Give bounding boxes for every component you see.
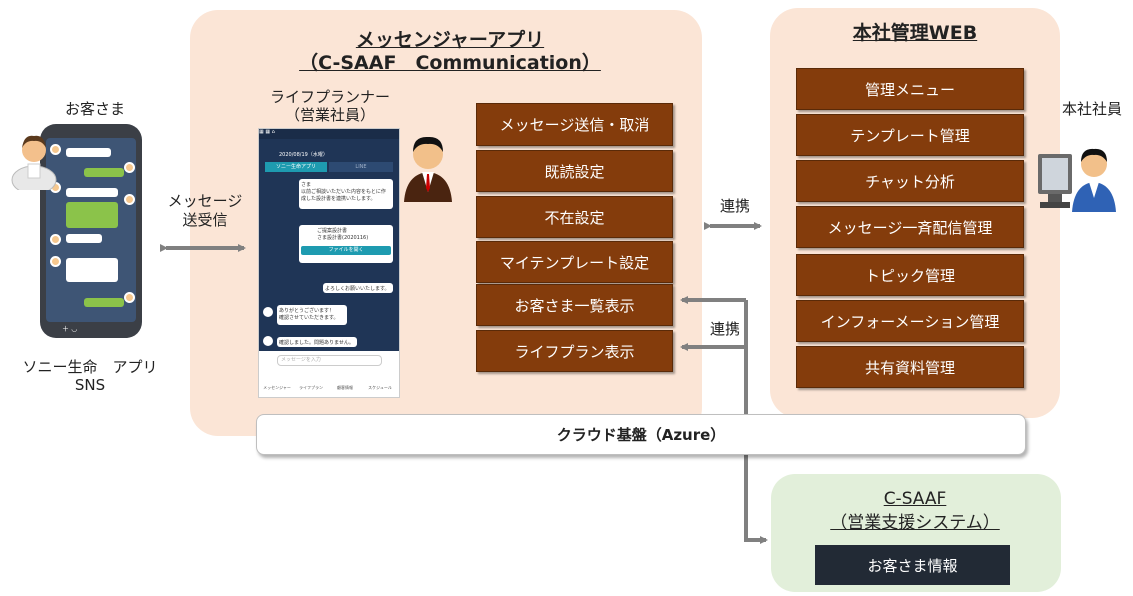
mock-date: 2020/08/19（水曜） <box>279 152 328 158</box>
app-label-line2: SNS <box>74 376 106 394</box>
link-label-lower: 連携 <box>709 320 740 338</box>
hq-shared-docs-mgmt: 共有資料管理 <box>796 346 1024 388</box>
hq-staff-icon <box>1038 148 1116 212</box>
hq-template-mgmt: テンプレート管理 <box>796 114 1024 156</box>
message-link-label-1: メッセージ <box>167 192 243 210</box>
message-link-label-2: 送受信 <box>182 211 228 229</box>
csaaf-title-1: C-SAAF <box>883 489 947 509</box>
function-send-message: メッセージ送信・取消 <box>476 103 673 146</box>
function-read-setting: 既読設定 <box>476 150 673 192</box>
mock-tab-inactive[interactable]: LINE <box>329 162 393 172</box>
customer-phone-screen <box>46 138 136 322</box>
mock-message-3: ありがとうございます！ 確認させていただきます。 <box>277 305 347 325</box>
app-label-line1: ソニー生命 アプリ <box>22 358 158 376</box>
hq-title: 本社管理WEB <box>852 22 978 44</box>
hq-admin-menu: 管理メニュー <box>796 68 1024 110</box>
planner-label-1: ライフプランナー <box>269 88 390 106</box>
csaaf-customer-info: お客さま情報 <box>815 545 1010 585</box>
cloud-platform-bar: クラウド基盤（Azure） <box>256 414 1026 455</box>
hq-chat-analysis: チャット分析 <box>796 160 1024 202</box>
mock-open-file-button[interactable]: ファイルを開く <box>301 246 391 255</box>
mock-card: ご提案設計書 さま設計書(2020116) ファイルを開く <box>299 225 393 263</box>
hq-staff-label: 本社社員 <box>1061 100 1122 118</box>
link-label-center: 連携 <box>719 197 750 215</box>
planner-label-2: （営業社員） <box>284 106 375 124</box>
planner-phone-mock: ▦ ▦ ⌂ 2020/08/19（水曜） ソニー生命アプリ LINE さま 以前… <box>258 128 400 398</box>
customer-phone: ＋ ◡ <box>40 124 142 338</box>
function-my-template: マイテンプレート設定 <box>476 241 673 283</box>
function-absence-setting: 不在設定 <box>476 196 673 238</box>
mock-tab-active[interactable]: ソニー生命アプリ <box>265 162 327 172</box>
mock-nav-1[interactable]: メッセンジャー <box>263 385 291 390</box>
arrow-from-csaaf <box>744 300 768 544</box>
mock-message-4: 確認しました。問題ありません。 <box>277 337 357 347</box>
function-lifeplan: ライフプラン表示 <box>476 330 673 372</box>
hq-broadcast-mgmt: メッセージ一斉配信管理 <box>796 206 1024 248</box>
customer-person-icon <box>11 135 57 190</box>
hq-topic-mgmt: トピック管理 <box>796 254 1024 296</box>
planner-person-icon <box>404 136 452 202</box>
messenger-title-1: メッセンジャーアプリ <box>355 29 545 51</box>
mock-message-1: さま 以前ご相談いただいた内容をもとに作 成した設計書を連携いたします。 <box>299 179 393 209</box>
mock-input[interactable]: メッセージを入力 <box>277 355 382 366</box>
messenger-title-2: （C-SAAF Communication） <box>299 52 601 74</box>
mock-nav-4[interactable]: スケジュール <box>368 385 392 390</box>
function-customer-list: お客さま一覧表示 <box>476 284 673 326</box>
csaaf-title-2: （営業支援システム） <box>830 513 1000 533</box>
hq-information-mgmt: インフォーメーション管理 <box>796 300 1024 342</box>
mock-nav-3[interactable]: 顧客情報 <box>337 385 353 390</box>
customer-label: お客さま <box>64 100 125 118</box>
mock-nav-2[interactable]: ライフプラン <box>299 385 323 390</box>
mock-message-2: よろしくお願いいたします。 <box>323 283 393 293</box>
